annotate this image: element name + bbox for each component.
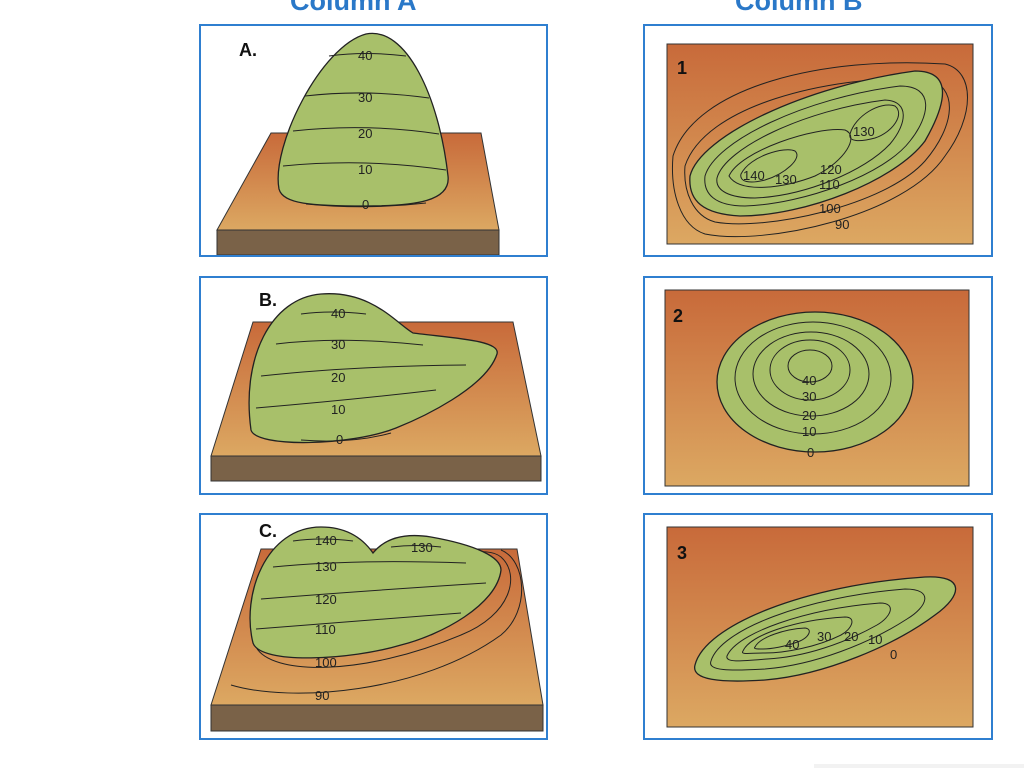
map-2-number: 2 (673, 306, 684, 326)
map-3-number: 3 (677, 543, 688, 563)
contour-label: 10 (802, 424, 816, 439)
contour-label: 30 (817, 629, 831, 644)
map-1-number: 1 (677, 58, 688, 78)
contour-label: 40 (785, 637, 799, 652)
contour-label: 30 (331, 337, 345, 352)
contour-label: 120 (315, 592, 337, 607)
contour-label: 10 (868, 632, 882, 647)
bottom-right-strip (814, 764, 1024, 768)
contour-label: 10 (358, 162, 372, 177)
map-2: 40 30 20 10 0 2 (643, 276, 993, 495)
contour-label: 130 (315, 559, 337, 574)
contour-label: 130 (853, 124, 875, 139)
panel-b-label: B. (259, 290, 277, 310)
panel-b: 40 30 20 10 0 B. (199, 276, 548, 495)
contour-label: 0 (336, 432, 343, 447)
contour-label: 0 (890, 647, 897, 662)
contour-label: 40 (358, 48, 372, 63)
column-b-header: Column B (735, 0, 863, 16)
contour-label: 90 (835, 217, 849, 232)
contour-label: 120 (820, 162, 842, 177)
panel-a-label: A. (239, 40, 257, 60)
contour-label: 110 (819, 177, 840, 192)
contour-label: 130 (411, 540, 433, 555)
contour-map-1: 140 130 130 120 110 100 90 (666, 43, 974, 245)
contour-label: 0 (807, 445, 814, 460)
contour-label: 30 (802, 389, 816, 404)
contour-label: 10 (331, 402, 345, 417)
contour-label: 100 (315, 655, 337, 670)
contour-label: 0 (362, 197, 369, 212)
landform-c-illustration: 140 130 130 120 110 100 90 (210, 526, 544, 732)
panel-c: 140 130 130 120 110 100 90 C. (199, 513, 548, 740)
contour-map-3: 40 30 20 10 0 (666, 526, 974, 728)
contour-map-2: 40 30 20 10 0 (664, 289, 970, 487)
contour-label: 30 (358, 90, 372, 105)
contour-label: 20 (331, 370, 345, 385)
contour-label: 20 (358, 126, 372, 141)
contour-label: 40 (331, 306, 345, 321)
column-a-header: Column A (290, 0, 417, 16)
map-3: 40 30 20 10 0 3 (643, 513, 993, 740)
contour-label: 20 (844, 629, 858, 644)
contour-label: 130 (775, 172, 797, 187)
contour-label: 110 (315, 622, 336, 637)
contour-label: 90 (315, 688, 329, 703)
contour-label: 140 (743, 168, 765, 183)
panel-c-label: C. (259, 521, 277, 541)
landform-a-illustration: 40 30 20 10 0 (216, 32, 500, 255)
panel-a: 40 30 20 10 0 A. (199, 24, 548, 257)
map-1: 140 130 130 120 110 100 90 1 (643, 24, 993, 257)
landform-b-illustration: 40 30 20 10 0 (210, 293, 542, 482)
contour-label: 40 (802, 373, 816, 388)
contour-label: 140 (315, 533, 337, 548)
contour-label: 20 (802, 408, 816, 423)
contour-label: 100 (819, 201, 841, 216)
